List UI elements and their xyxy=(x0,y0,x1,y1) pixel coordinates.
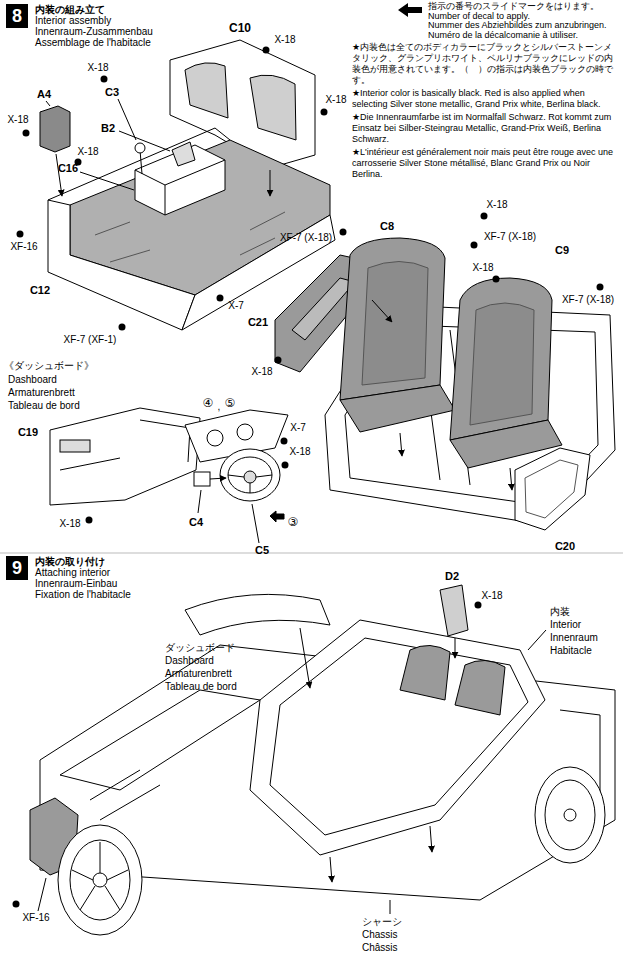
step-number: 9 xyxy=(6,556,28,580)
legend-text: Number of decal to apply. xyxy=(428,12,530,22)
step8-interior xyxy=(275,238,615,530)
paint-callout: X-18 xyxy=(472,262,493,274)
part-label: シャーシ xyxy=(362,916,402,928)
step-title: 内装の組み立て xyxy=(35,4,105,15)
part-label: C12 xyxy=(30,284,50,297)
part-label: C9 xyxy=(555,244,569,257)
step-number: 8 xyxy=(6,4,28,28)
step-title: Interior assembly xyxy=(35,15,111,26)
legend-text: 指示の番号のスライドマークをはります。 xyxy=(428,2,599,12)
step-title: Innenraum-Zusammenbau xyxy=(35,26,153,37)
paint-callout: X-7 xyxy=(228,300,244,312)
note-text: ★内装色は全てのボディカラーにブラックとシルバーストーンメタリック、グランプリホ… xyxy=(352,42,618,86)
part-label: C16 xyxy=(58,162,78,175)
paint-callout: XF-7 (X-18) xyxy=(280,232,332,244)
paint-callout: X-18 xyxy=(481,590,502,602)
part-label: C10 xyxy=(229,21,251,35)
paint-callout: X-18 xyxy=(87,62,108,74)
part-label: C19 xyxy=(18,426,38,439)
part-label: B2 xyxy=(101,122,115,135)
step-title: Attaching interior xyxy=(35,567,110,578)
paint-callout: XF-7 (XF-1) xyxy=(64,334,117,346)
paint-callout: X-18 xyxy=(77,146,98,158)
paint-callout: X-18 xyxy=(274,34,295,46)
part-label: Armaturenbrett xyxy=(8,387,75,399)
legend-text: Numéro de la décalcomanie à utiliser. xyxy=(428,31,578,41)
paint-callout: X-18 xyxy=(325,94,346,106)
paint-callout: X-18 xyxy=(59,518,80,530)
part-label: ④ xyxy=(203,396,214,410)
part-label: , xyxy=(218,401,221,413)
part-label: ダッシュボード xyxy=(165,642,235,654)
paint-dots xyxy=(13,47,604,908)
part-label: Interior xyxy=(550,619,581,631)
note-text: ★Interior color is basically black. Red … xyxy=(352,88,618,110)
step8-upper xyxy=(40,40,335,330)
part-label: C8 xyxy=(380,220,394,233)
step-title: Innenraum-Einbau xyxy=(35,578,117,589)
part-label: C5 xyxy=(255,544,269,557)
note-text: ★L'intérieur est généralement noir mais … xyxy=(352,147,618,180)
dashboard-parts xyxy=(50,408,288,543)
paint-callout: X-18 xyxy=(486,199,507,211)
part-label: Innenraum xyxy=(550,632,598,644)
step-header: 9内装の取り付けAttaching interiorInnenraum-Einb… xyxy=(6,556,28,580)
part-label: 《ダッシュボード》 xyxy=(4,360,94,372)
paint-callout: XF-16 xyxy=(22,912,49,924)
part-label: D2 xyxy=(445,570,459,583)
part-label: Tableau de bord xyxy=(165,681,237,693)
step-divider xyxy=(0,553,623,554)
step-title: Assemblage de l'habitacle xyxy=(35,37,151,48)
part-label: C21 xyxy=(248,316,268,329)
part-label: Chassis xyxy=(362,929,398,941)
paint-callout: X-18 xyxy=(289,446,310,458)
part-label: C4 xyxy=(189,516,203,529)
legend-text: Nummer des Abziehbildes zum anzubringen. xyxy=(428,21,607,31)
step-title: Fixation de l'habitacle xyxy=(35,589,131,600)
part-label: ③ xyxy=(288,515,299,529)
note-text: ★Die Innenraumfarbe ist im Normalfall Sc… xyxy=(352,112,618,145)
part-label: C3 xyxy=(105,86,119,99)
part-label: Dashboard xyxy=(165,655,214,667)
paint-callout: X-7 xyxy=(290,422,306,434)
part-label: 内装 xyxy=(550,606,570,618)
paint-callout: XF-7 (X-18) xyxy=(484,231,536,243)
paint-callout: X-18 xyxy=(251,366,272,378)
part-label: Châssis xyxy=(362,942,398,954)
step-title: 内装の取り付け xyxy=(35,556,105,567)
paint-callout: X-18 xyxy=(7,114,28,126)
step9-car xyxy=(30,585,615,935)
step-header: 8内装の組み立てInterior assemblyInnenraum-Zusam… xyxy=(6,4,28,28)
part-label: ⑤ xyxy=(225,396,236,410)
part-label: Habitacle xyxy=(550,645,592,657)
part-label: Dashboard xyxy=(8,374,57,386)
part-label: Tableau de bord xyxy=(8,400,80,412)
paint-callout: XF-7 (X-18) xyxy=(562,294,614,306)
part-label: C20 xyxy=(555,540,575,553)
part-label: A4 xyxy=(37,88,51,101)
part-label: Armaturenbrett xyxy=(165,668,232,680)
legend-sample xyxy=(398,3,422,17)
paint-callout: XF-16 xyxy=(10,241,37,253)
